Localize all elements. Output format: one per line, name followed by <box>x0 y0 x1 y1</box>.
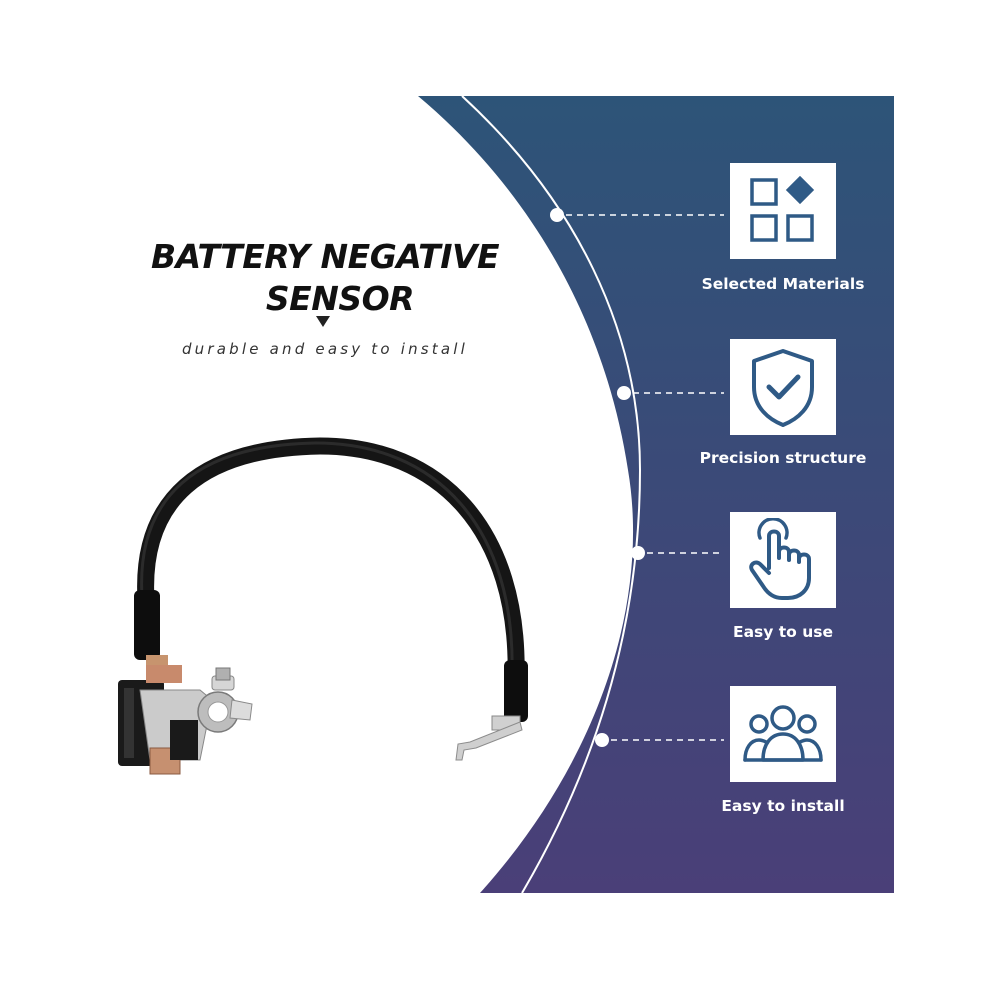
cable-sleeve-right <box>504 660 528 722</box>
feature-label-easy-use: Easy to use <box>732 623 833 641</box>
shield-check-icon <box>748 347 818 427</box>
battery-sensor-image <box>118 437 528 775</box>
feature-label-precision: Precision structure <box>699 449 867 467</box>
connector-1 <box>550 208 724 222</box>
title-line-2: SENSOR <box>265 279 415 318</box>
feature-card-materials <box>730 163 836 259</box>
tagline: durable and easy to install <box>181 340 469 358</box>
feature-label-materials: Selected Materials <box>701 275 865 293</box>
down-arrow-icon <box>316 316 330 327</box>
feature-card-easy-use <box>730 512 836 608</box>
cable-sleeve-left <box>134 590 160 660</box>
connector-2 <box>617 386 724 400</box>
product-title: BATTERY NEGATIVE SENSOR <box>120 236 530 320</box>
title-line-1: BATTERY NEGATIVE <box>150 237 500 276</box>
feature-label-easy-install: Easy to install <box>721 797 845 815</box>
feature-card-easy-install <box>730 686 836 782</box>
connector-3 <box>631 546 724 560</box>
tap-hand-icon <box>746 518 820 602</box>
connector-4 <box>595 733 724 747</box>
feature-card-precision <box>730 339 836 435</box>
panel-arc-line <box>461 95 642 894</box>
grid-diamond-icon <box>748 176 818 246</box>
sensor-body <box>118 655 253 775</box>
user-group-icon <box>741 702 825 766</box>
cable <box>137 437 525 687</box>
